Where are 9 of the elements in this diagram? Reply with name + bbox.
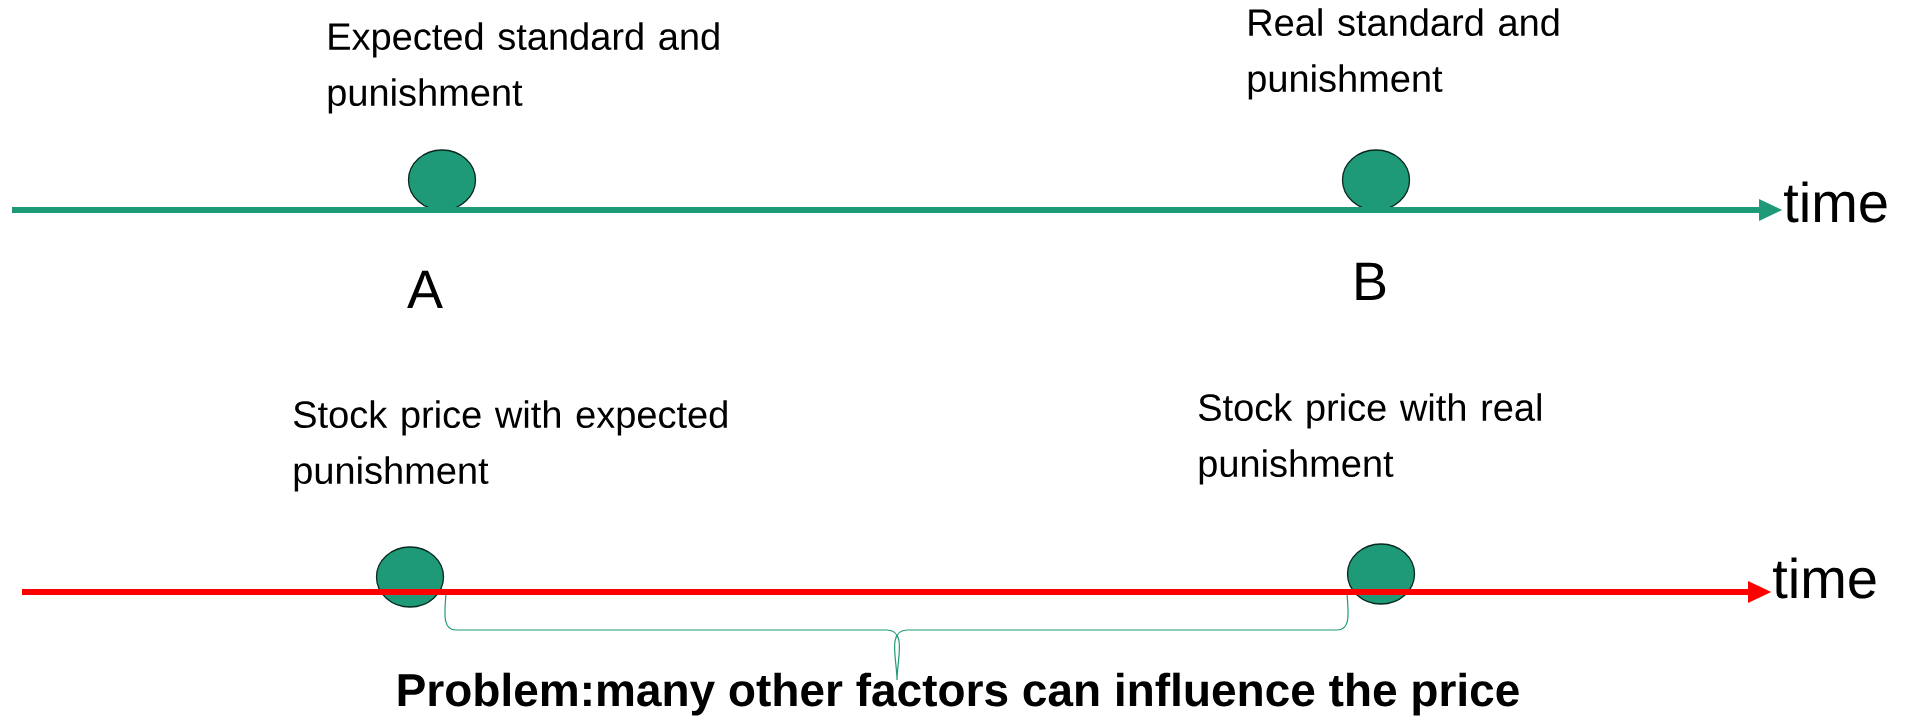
point-label: A	[407, 270, 443, 308]
event-label: Expected standard and punishment	[328, 22, 719, 114]
event-label: Stock price with real punishment	[1198, 393, 1541, 485]
problem-note: Problem:many other factors can influence the price	[398, 672, 1519, 716]
axis-label: time	[1773, 557, 1876, 599]
axis-label: time	[1784, 181, 1887, 223]
event-label: Real standard and punishment	[1248, 8, 1559, 100]
point-label: B	[1356, 262, 1386, 300]
event-label: Stock price with expected punishment	[293, 400, 727, 492]
